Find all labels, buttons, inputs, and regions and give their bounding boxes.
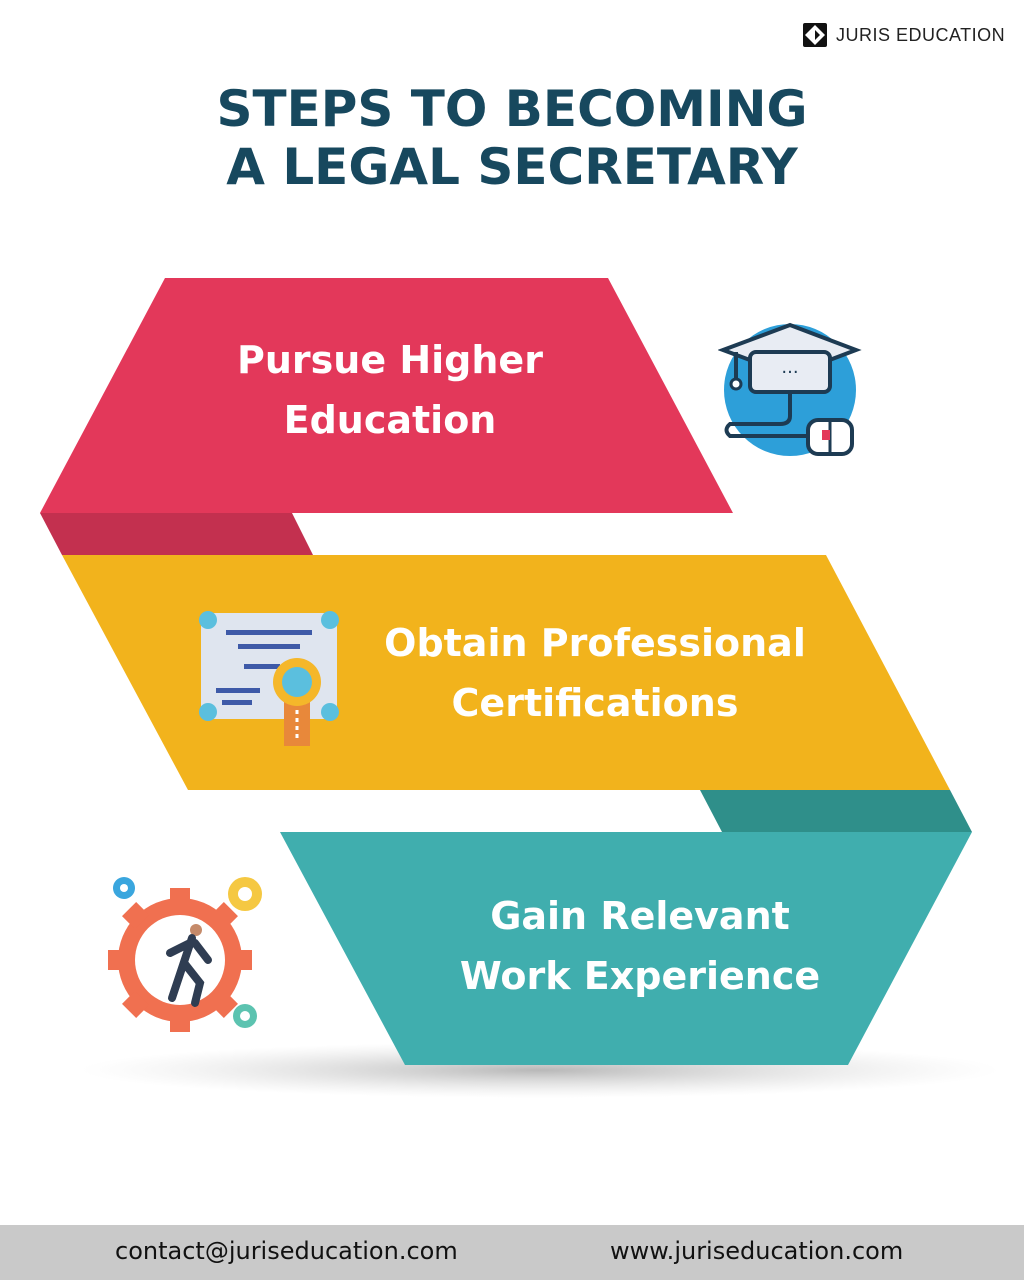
fold-step-1	[40, 513, 313, 555]
juris-logo-icon	[803, 23, 827, 47]
step-1-line-2: Education	[283, 398, 497, 442]
step-1-label: Pursue Higher Education	[180, 330, 600, 450]
contact-email[interactable]: contact@juriseducation.com	[115, 1237, 458, 1265]
page-title: STEPS TO BECOMING A LEGAL SECRETARY	[0, 80, 1024, 196]
step-2-line-2: Certifications	[451, 681, 739, 725]
graduation-cap-computer-icon: ···	[718, 322, 862, 456]
title-line-2: A LEGAL SECRETARY	[226, 138, 798, 196]
step-1-line-1: Pursue Higher	[237, 338, 543, 382]
svg-text:···: ···	[781, 362, 798, 383]
step-3-label: Gain Relevant Work Experience	[430, 886, 850, 1006]
footer: contact@juriseducation.com www.juriseduc…	[0, 1225, 1024, 1280]
title-line-1: STEPS TO BECOMING	[216, 80, 808, 138]
step-3-line-2: Work Experience	[459, 954, 821, 998]
step-2-label: Obtain Professional Certifications	[360, 613, 830, 733]
band-step-3	[280, 832, 972, 1065]
band-step-1	[40, 278, 733, 513]
brand-name: JURIS EDUCATION	[836, 24, 1006, 45]
step-3-line-1: Gain Relevant	[490, 894, 790, 938]
brand-logo: JURIS EDUCATION	[802, 22, 1005, 48]
fold-step-2	[700, 790, 972, 832]
certificate-icon	[199, 611, 339, 746]
step-2-line-1: Obtain Professional	[384, 621, 806, 665]
gear-runner-icon	[108, 877, 262, 1032]
website-link[interactable]: www.juriseducation.com	[610, 1237, 904, 1265]
